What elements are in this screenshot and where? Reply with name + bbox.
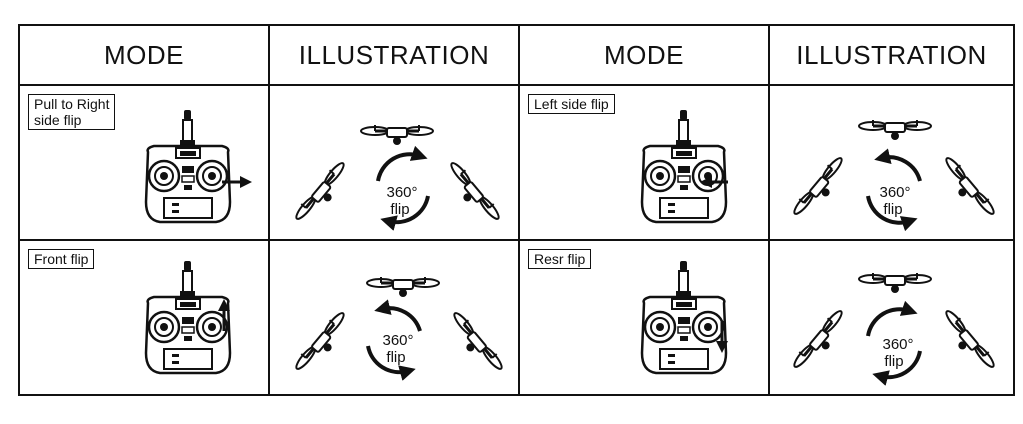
drone-flip-illustration: 360° flip [290, 123, 505, 231]
flip-word: flip [386, 349, 405, 366]
transmitter-icon [144, 110, 252, 224]
mode-label-line2: side flip [34, 112, 82, 128]
header-illustration-right: ILLUSTRATION [770, 26, 1013, 86]
flip-word: flip [883, 201, 902, 218]
flip-modes-table: MODE ILLUSTRATION MODE ILLUSTRATION Pull… [18, 24, 1015, 396]
drone-icon [857, 118, 933, 142]
mode-cell-pull-right-flip: Pull to Right side flip [20, 86, 270, 241]
drone-icon [359, 123, 435, 147]
drone-flip-illustration: 360° flip [290, 275, 508, 381]
mode-label-line1: Pull to Right [34, 96, 110, 112]
flip-degrees: 360° [382, 332, 413, 349]
rotation-arrow-icon [866, 300, 918, 337]
flip-word: flip [884, 353, 903, 370]
drone-flip-illustration: 360° flip [788, 118, 1000, 232]
rotation-arrow-icon [376, 145, 428, 182]
mode-label: Resr flip [528, 249, 592, 269]
drone-icon [365, 275, 441, 299]
mode-label: Pull to Right side flip [28, 94, 116, 130]
mode-cell-front-flip: Front flip [20, 241, 270, 394]
header-mode-right: MODE [520, 26, 770, 86]
transmitter-icon [640, 110, 728, 224]
mode-label: Left side flip [528, 94, 615, 114]
flip-degrees: 360° [882, 336, 913, 353]
rotation-arrow-icon [374, 299, 422, 332]
transmitter-icon [144, 261, 232, 375]
flip-degrees: 360° [386, 184, 417, 201]
illustration-cell-2: 360° flip [770, 86, 1013, 241]
flip-word: flip [390, 201, 409, 218]
mode-cell-left-side-flip: Left side flip [520, 86, 770, 241]
illustration-cell-3: 360° flip [270, 241, 520, 394]
flip-degrees: 360° [879, 184, 910, 201]
drone-icon [857, 271, 933, 295]
transmitter-icon [640, 261, 728, 375]
illustration-cell-1: 360° flip [270, 86, 520, 241]
mode-label: Front flip [28, 249, 95, 269]
rotation-arrow-icon [874, 148, 922, 182]
illustration-cell-4: 360° flip [770, 241, 1013, 394]
drone-flip-illustration: 360° flip [788, 271, 1000, 386]
mode-cell-rear-flip: Resr flip [520, 241, 770, 394]
header-illustration-left: ILLUSTRATION [270, 26, 520, 86]
header-mode-left: MODE [20, 26, 270, 86]
